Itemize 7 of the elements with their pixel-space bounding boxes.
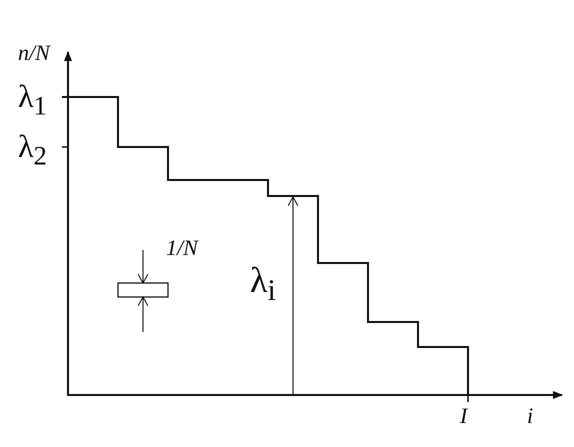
dimension-label: 1/N: [166, 237, 198, 259]
axis-label: λ$_{2}$: [18, 130, 47, 170]
axis-label: I: [460, 405, 468, 427]
dimension-label: λ$_{i}$: [250, 262, 276, 306]
axis-label: i: [527, 405, 534, 427]
axis-label: n/N: [18, 42, 50, 64]
axis-label: λ$_{1}$: [18, 80, 47, 120]
